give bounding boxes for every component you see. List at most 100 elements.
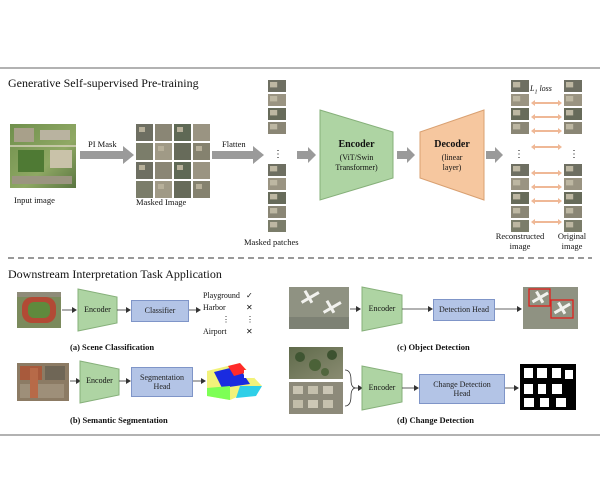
change-map: [520, 364, 576, 410]
loss-double-arrow: [531, 100, 562, 106]
masked-tile: [193, 143, 210, 160]
masked-tile: [136, 162, 153, 179]
masked-patch-detail: [270, 110, 278, 116]
reconstructed-patch-detail: [513, 110, 521, 116]
masked-tile-detail: [196, 146, 202, 151]
masked-image-grid: [136, 124, 210, 198]
reconstructed-label-1: Reconstructed: [495, 231, 545, 241]
masked-image-label: Masked Image: [136, 197, 187, 207]
original-patch-detail: [566, 194, 574, 200]
loss-double-arrow: [531, 128, 562, 134]
masked-patch-detail: [270, 222, 278, 228]
masked-tile: [174, 143, 191, 160]
object-input-image: [289, 287, 349, 329]
masked-tile: [174, 162, 191, 179]
original-ellipsis: ⋮: [569, 149, 579, 160]
input-image: [10, 124, 76, 188]
masked-patch-detail: [270, 82, 278, 88]
reconstructed-ellipsis: ⋮: [514, 149, 524, 160]
masked-tile: [136, 124, 153, 141]
masked-patch-detail: [270, 208, 278, 214]
pretraining-title: Generative Self-supervised Pre-training: [8, 76, 199, 90]
masked-tile: [155, 181, 172, 198]
original-patch-detail: [566, 166, 574, 172]
detection-head-box: Detection Head: [433, 299, 495, 321]
loss-label-rest: loss: [537, 84, 552, 93]
input-image-label: Input image: [14, 195, 55, 205]
masked-tile-detail: [139, 127, 145, 132]
original-patch-detail: [566, 180, 574, 186]
segmentation-head-label-2: Head: [153, 382, 171, 391]
loss-double-arrow: [531, 114, 562, 120]
flatten-label: Flatten: [222, 139, 246, 149]
masked-tile: [193, 124, 210, 141]
pretrain-arrows: [80, 146, 503, 164]
masked-patch-detail: [270, 166, 278, 172]
masked-patch-detail: [270, 96, 278, 102]
scene-encoder-shape: [77, 288, 118, 332]
pretrain-encoder-subtitle-2: Transformer): [335, 163, 378, 172]
reconstructed-patch-detail: [513, 208, 521, 214]
scene-classifier-label: Classifier: [144, 306, 176, 316]
arrow-to-encoder: [297, 147, 316, 163]
object-caption: (c) Object Detection: [397, 342, 470, 352]
scene-classifier-box: Classifier: [131, 300, 189, 322]
scene-class-name: Harbor: [203, 303, 226, 312]
masked-tile-detail: [177, 165, 183, 170]
object-encoder-label: Encoder: [368, 304, 396, 313]
loss-double-arrow: [531, 144, 562, 150]
scene-class-name: ⋮: [222, 315, 230, 324]
segmentation-map: [207, 363, 262, 400]
detection-box-2: [550, 299, 574, 319]
segmentation-image: [17, 363, 69, 401]
scene-class-mark: ✓: [246, 291, 253, 300]
scene-class-name: Playground: [203, 291, 240, 300]
original-patch-detail: [566, 222, 574, 228]
masked-tile: [136, 181, 153, 198]
object-encoder-shape: [361, 286, 403, 332]
masked-tile-detail: [196, 184, 202, 189]
masked-patch-detail: [270, 180, 278, 186]
masked-tile: [155, 124, 172, 141]
detection-head-label: Detection Head: [439, 305, 489, 315]
masked-tile: [136, 143, 153, 160]
reconstructed-patch-detail: [513, 166, 521, 172]
scene-encoder-label: Encoder: [84, 305, 111, 314]
masked-tile-detail: [177, 127, 183, 132]
pretrain-decoder-shape: [419, 109, 485, 201]
scene-caption: (a) Scene Classification: [70, 342, 155, 352]
arrow-flatten: [212, 146, 264, 164]
loss-double-arrow: [531, 184, 562, 190]
original-label-1: Original: [557, 231, 587, 241]
detection-box-1: [528, 288, 551, 307]
change-caption: (d) Change Detection: [397, 415, 474, 425]
downstream-title: Downstream Interpretation Task Applicati…: [8, 267, 222, 281]
original-patch-detail: [566, 82, 574, 88]
reconstructed-patch-detail: [513, 194, 521, 200]
original-patch-detail: [566, 208, 574, 214]
change-input-image-2: [289, 382, 343, 414]
change-head-label-1: Change Detection: [433, 379, 491, 389]
object-output-image: [523, 287, 578, 329]
original-patch-detail: [566, 96, 574, 102]
masked-tile-detail: [158, 146, 164, 151]
pretrain-encoder-title: Encoder: [338, 139, 375, 150]
pretrain-decoder-title: Decoder: [434, 139, 470, 150]
segmentation-head-label-1: Segmentation: [140, 372, 184, 382]
patches-ellipsis: ⋮: [273, 149, 283, 160]
loss-double-arrow: [531, 219, 562, 225]
masked-patch-detail: [270, 124, 278, 130]
original-patch-detail: [566, 124, 574, 130]
pretrain-decoder-subtitle-1: (linear: [441, 153, 463, 162]
reconstructed-patch-detail: [513, 82, 521, 88]
change-encoder-label: Encoder: [368, 383, 396, 392]
original-image-column: [564, 80, 582, 232]
arrow-pi-mask: [80, 146, 134, 164]
masked-tile: [174, 124, 191, 141]
masked-tile-detail: [139, 165, 145, 170]
masked-tile: [174, 181, 191, 198]
